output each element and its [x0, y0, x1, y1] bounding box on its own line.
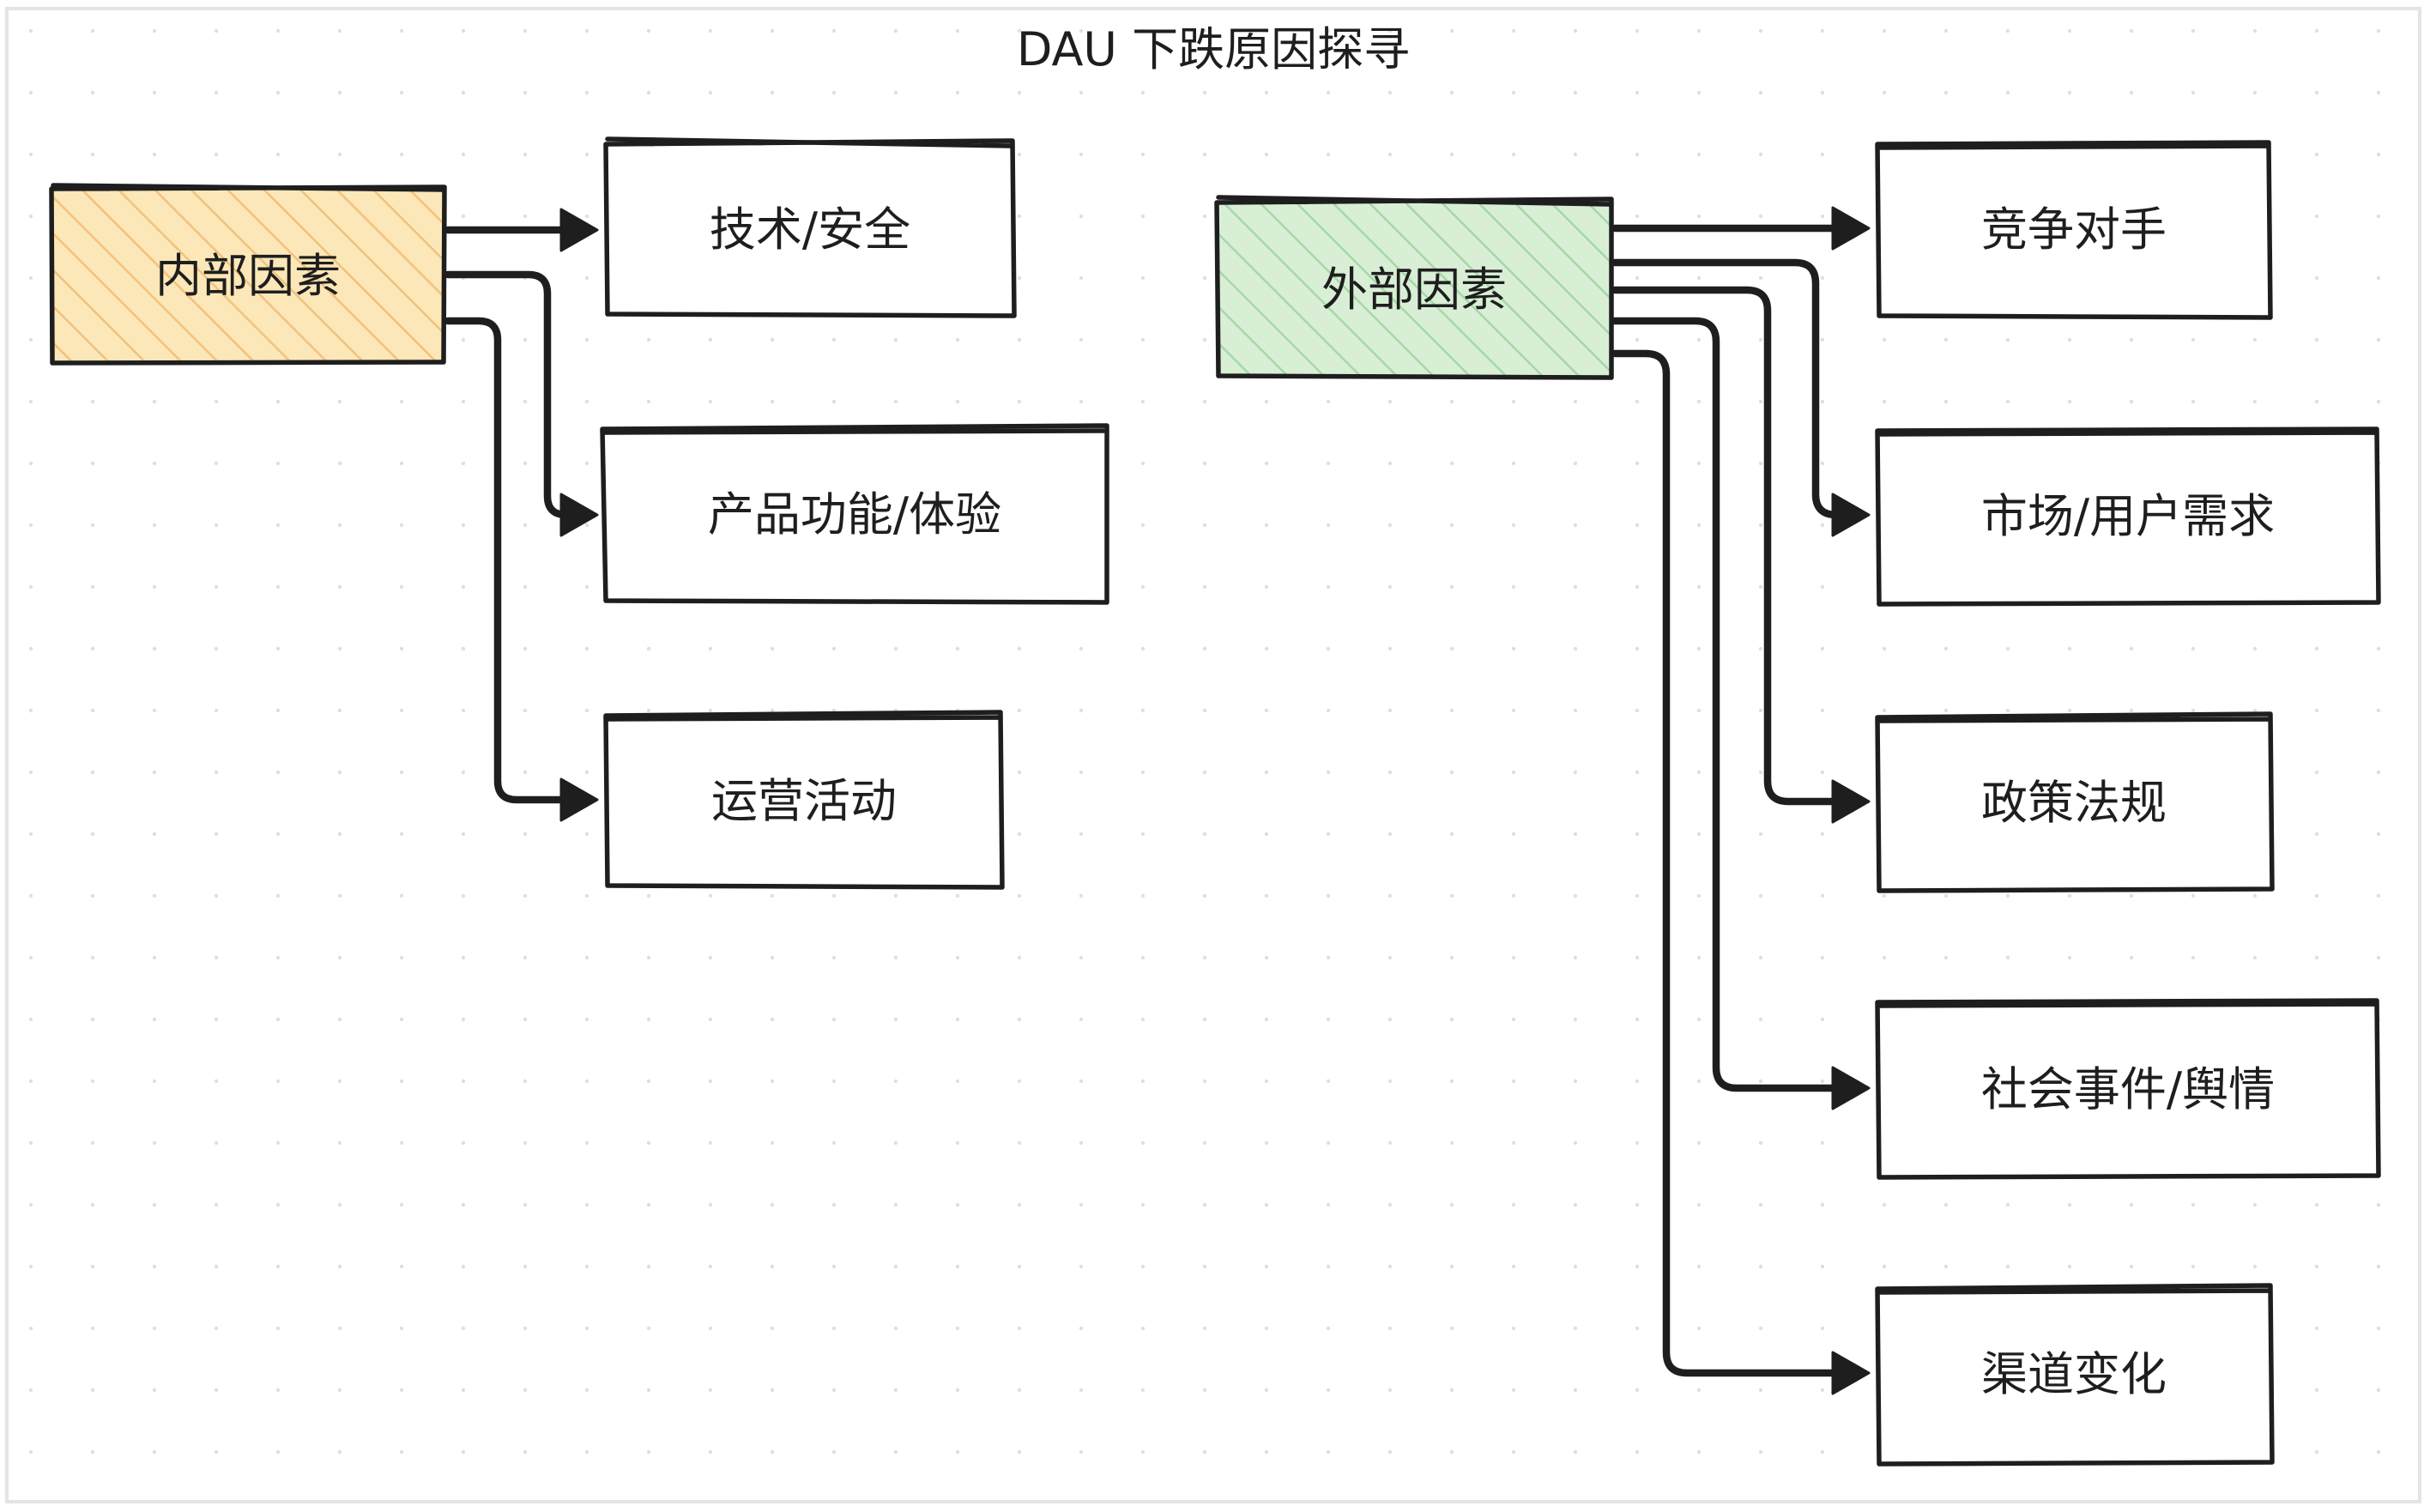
node-product-experience[interactable]: 产品功能/体验: [600, 423, 1109, 605]
node-external-fill: [1217, 201, 1611, 376]
node-social-events-border: [1875, 998, 2381, 1180]
arrow-right-icon: [559, 493, 599, 537]
arrow-right-icon: [1831, 206, 1871, 251]
node-external-factors[interactable]: 外部因素: [1214, 195, 1614, 380]
node-market-demand-border: [1875, 426, 2381, 607]
node-operation-activity-label: 运营活动: [711, 774, 897, 828]
edge-external-to-market: [1611, 258, 1842, 519]
edge-internal-to-operation: [444, 317, 574, 804]
edge-external-to-policy: [1611, 286, 1842, 806]
node-operation-activity-border: [603, 710, 1005, 890]
node-policy-regulation-label: 政策法规: [1981, 776, 2167, 830]
node-social-events[interactable]: 社会事件/舆情: [1875, 998, 2381, 1180]
node-internal-border: [49, 183, 447, 366]
edge-external-to-channel: [1611, 349, 1842, 1377]
arrow-right-icon: [559, 208, 599, 252]
arrow-right-icon: [1831, 493, 1871, 537]
edges: [444, 224, 1842, 1377]
node-market-demand-label: 市场/用户需求: [1981, 489, 2275, 543]
node-tech-security-border: [603, 136, 1017, 318]
arrow-right-icon: [1831, 1351, 1871, 1395]
node-channel-change-border: [1875, 1283, 2275, 1467]
node-tech-security[interactable]: 技术/安全: [603, 136, 1017, 318]
arrow-right-icon: [1831, 1066, 1871, 1110]
node-competitor[interactable]: 竞争对手: [1875, 140, 2273, 320]
node-product-experience-border: [600, 423, 1109, 605]
arrow-right-icon: [1831, 779, 1871, 824]
edge-external-to-social: [1611, 317, 1842, 1092]
node-tech-security-label: 技术/安全: [710, 203, 910, 257]
node-external-label: 外部因素: [1321, 263, 1507, 317]
node-channel-change-label: 渠道变化: [1981, 1347, 2167, 1401]
node-policy-regulation-border: [1875, 711, 2275, 893]
edge-internal-to-product: [444, 270, 574, 519]
node-internal-label: 内部因素: [155, 249, 341, 303]
frame: [5, 7, 2421, 1503]
node-external-border: [1214, 195, 1614, 380]
node-competitor-border: [1875, 140, 2273, 320]
node-internal-fill: [51, 187, 444, 362]
diagram-title: DAU 下跌原因探寻: [1017, 22, 1410, 76]
node-operation-activity[interactable]: 运营活动: [603, 710, 1005, 890]
node-market-demand[interactable]: 市场/用户需求: [1875, 426, 2381, 607]
node-policy-regulation[interactable]: 政策法规: [1875, 711, 2275, 893]
arrow-heads: [559, 206, 1871, 1395]
node-social-events-label: 社会事件/舆情: [1981, 1062, 2275, 1116]
node-product-experience-label: 产品功能/体验: [708, 487, 1001, 541]
node-internal-factors[interactable]: 内部因素: [49, 183, 447, 366]
node-competitor-label: 竞争对手: [1981, 203, 2167, 257]
node-channel-change[interactable]: 渠道变化: [1875, 1283, 2275, 1467]
arrow-right-icon: [559, 777, 599, 822]
